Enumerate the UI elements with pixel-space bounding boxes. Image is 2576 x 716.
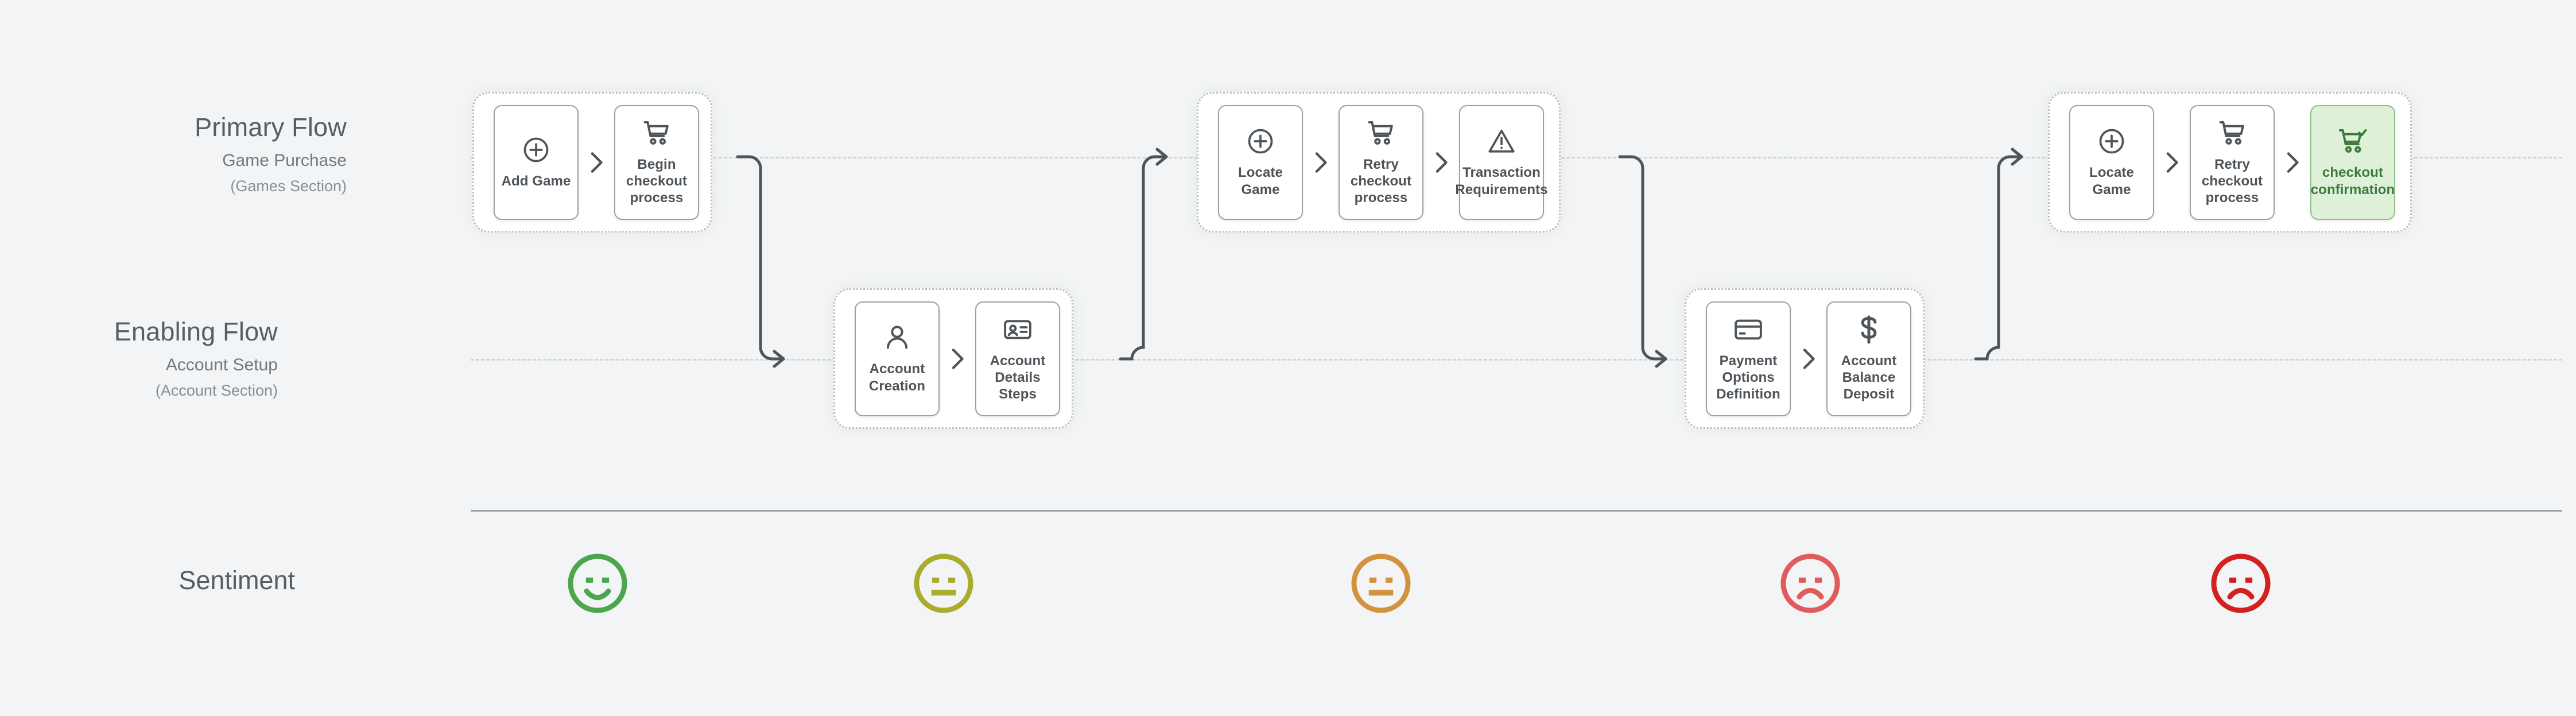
chevron-right-icon — [940, 346, 975, 372]
step-card-label: Begin checkout process — [626, 156, 688, 206]
smiley-neutral-icon — [1349, 551, 1413, 616]
connector-up-1 — [1119, 148, 1178, 370]
person-icon — [882, 323, 912, 353]
chevron-right-icon — [2154, 149, 2190, 176]
chevron-right-icon — [1423, 149, 1459, 176]
enabling-row-guideline — [471, 359, 2562, 361]
shopping-cart-icon — [2217, 118, 2247, 148]
plus-circle-icon — [1246, 126, 1275, 156]
step-card-label: Locate Game — [2089, 165, 2134, 198]
smiley-sad-icon — [2209, 551, 2273, 616]
step-card[interactable]: Locate Game — [1218, 105, 1303, 220]
chevron-right-icon — [1791, 346, 1826, 372]
primary-flow-subtitle: Game Purchase — [222, 151, 347, 171]
cart-check-icon — [2338, 126, 2368, 156]
enabling-flow-section: (Account Section) — [155, 381, 278, 399]
step-card[interactable]: Retry checkout process — [2190, 105, 2275, 220]
step-card[interactable]: Transaction Requirements — [1455, 105, 1548, 220]
step-card-label: Transaction Requirements — [1455, 165, 1548, 198]
step-card-label: Account Balance Deposit — [1841, 353, 1897, 402]
step-card-label: Retry checkout process — [2201, 156, 2263, 206]
enabling-flow-subtitle: Account Setup — [165, 355, 278, 375]
step-card-label: Account Creation — [868, 361, 926, 394]
step-card[interactable]: Begin checkout process — [614, 105, 699, 220]
plus-circle-icon — [521, 135, 551, 165]
enabling-flow-title: Enabling Flow — [114, 317, 278, 346]
flow-group-enabling-group-1: Account Creation Account Details Steps — [833, 288, 1073, 429]
shopping-cart-icon — [1366, 118, 1396, 148]
smiley-sad-icon — [1778, 551, 1842, 616]
smiley-neutral-icon — [911, 551, 976, 616]
plus-circle-icon — [2097, 126, 2127, 156]
enabling-flow-label: Enabling Flow Account Setup (Account Sec… — [69, 315, 278, 401]
step-card-label: Locate Game — [1238, 165, 1283, 198]
flow-group-enabling-group-2: Payment Options Definition Account Balanc… — [1685, 288, 1925, 429]
step-card-label: Add Game — [501, 173, 571, 189]
step-card[interactable]: Locate Game — [2069, 105, 2154, 220]
shopping-cart-icon — [642, 118, 672, 148]
dollar-sign-icon — [1854, 315, 1884, 345]
flow-group-primary-group-2: Locate Game Retry checkout process Transac… — [1197, 92, 1561, 233]
step-card[interactable]: Payment Options Definition — [1706, 301, 1791, 416]
step-card-label: Retry checkout process — [1350, 156, 1412, 206]
chevron-right-icon — [2275, 149, 2310, 176]
primary-flow-section: (Games Section) — [230, 177, 347, 195]
chevron-right-icon — [579, 149, 614, 176]
step-card[interactable]: Account Creation — [855, 301, 940, 416]
connector-down-2 — [1618, 155, 1677, 370]
step-card-label: checkout confirmation — [2310, 165, 2395, 198]
flow-group-primary-group-3: Locate Game Retry checkout process checkou… — [2048, 92, 2412, 233]
step-card-label: Payment Options Definition — [1716, 353, 1780, 402]
sentiment-divider — [471, 510, 2562, 512]
primary-flow-label: Primary Flow Game Purchase (Games Sectio… — [69, 110, 347, 197]
sentiment-row-label: Sentiment — [179, 566, 295, 595]
step-card[interactable]: Account Balance Deposit — [1826, 301, 1911, 416]
chevron-right-icon — [1303, 149, 1339, 176]
warning-triangle-icon — [1487, 126, 1516, 156]
connector-down-1 — [736, 155, 795, 370]
primary-flow-title: Primary Flow — [195, 113, 347, 142]
smiley-happy-icon — [565, 551, 630, 616]
credit-card-icon — [1733, 315, 1763, 345]
step-card[interactable]: Account Details Steps — [975, 301, 1060, 416]
step-card[interactable]: Add Game — [494, 105, 579, 220]
step-card[interactable]: Retry checkout process — [1339, 105, 1423, 220]
connector-up-2 — [1974, 148, 2033, 370]
step-card-label: Account Details Steps — [990, 353, 1046, 402]
step-card[interactable]: checkout confirmation — [2310, 105, 2395, 220]
id-card-icon — [1003, 315, 1033, 345]
flow-group-primary-group-1: Add Game Begin checkout process — [472, 92, 712, 233]
